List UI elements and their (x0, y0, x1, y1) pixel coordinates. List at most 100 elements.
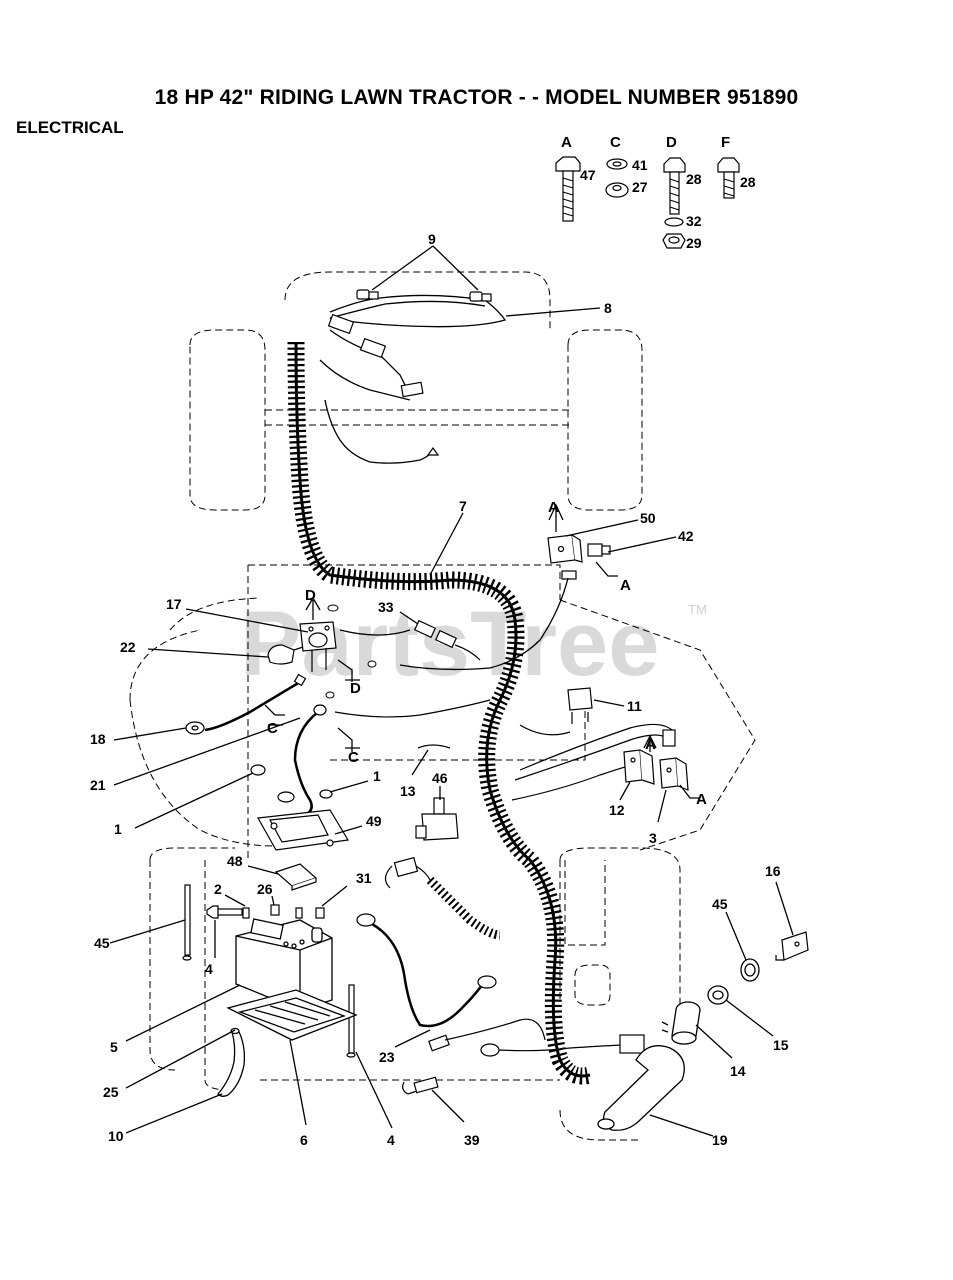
connector-33-icon (413, 619, 458, 649)
leader-line-11 (411, 749, 429, 776)
leader-line-14 (695, 1024, 733, 1059)
callout-32: 32 (686, 213, 702, 229)
callout-29: 29 (686, 235, 702, 251)
callout-5: 5 (110, 1039, 118, 1055)
callout-3: 49 (366, 813, 382, 829)
solenoid-icon (299, 621, 337, 672)
callout-19: 19 (712, 1132, 728, 1148)
harness-connector-icon (561, 570, 577, 580)
ring-terminal-icon (480, 1043, 500, 1057)
callout-28-f: 28 (740, 174, 756, 190)
callout-31: 31 (356, 870, 372, 886)
harness-connector-icon (327, 313, 440, 456)
ignition-switch-icon (661, 1001, 701, 1045)
leader-line-23 (394, 1029, 431, 1048)
bolt-d-icon (663, 157, 686, 215)
leader-line-48 (247, 865, 279, 875)
ref-letter-c: C (348, 749, 359, 766)
leader-line-21 (113, 727, 187, 741)
leader-lines (134, 772, 369, 829)
ref-letter-a: A (696, 791, 707, 808)
ref-mark (548, 503, 564, 532)
leader-lines (125, 1029, 236, 1134)
callout-18: 11 (627, 698, 642, 714)
hardware-group-f-letter: F (721, 134, 730, 151)
callout-17: 17 (166, 596, 182, 612)
leader-line-45 (725, 911, 747, 961)
callout-21: 18 (90, 731, 106, 747)
callout-12: 3 (649, 830, 657, 846)
leader-line-49 (619, 781, 631, 801)
nut-d-icon (662, 233, 686, 249)
ring-terminal-icon (185, 673, 307, 735)
callout-2: 2 (214, 881, 222, 897)
connector-icon (662, 729, 676, 747)
callout-41: 41 (632, 157, 648, 173)
bolt-a-icon (555, 156, 581, 222)
ref-mark (305, 596, 321, 620)
hardware-group-d-letter: D (666, 134, 677, 151)
hardware-group-c-letter: C (610, 134, 621, 151)
hardware-group-a-letter: A (561, 134, 572, 151)
connector-icon (428, 1034, 450, 1052)
callout-14: 14 (730, 1063, 746, 1079)
ring-terminal-icon (356, 913, 497, 989)
harness-wire (334, 699, 491, 718)
battery-cable-21 (204, 680, 301, 732)
harness-wire (498, 1044, 623, 1052)
ref-letter-a: A (620, 577, 631, 594)
leader-line-22 (147, 648, 269, 658)
harness-wire (384, 865, 431, 889)
callout-45: 45 (712, 896, 728, 912)
leader-line-17 (185, 608, 309, 633)
fuse-holder-39-icon (402, 1076, 439, 1095)
battery-cable-13 (289, 711, 319, 819)
leader-lines (109, 919, 393, 1129)
bracket-12-icon (659, 757, 689, 791)
clip-16-icon (775, 931, 809, 961)
bolt-icon (325, 604, 377, 699)
coiled-wiring-harness-wrap (287, 341, 593, 1085)
callout-49: 12 (609, 802, 625, 818)
ring-terminal-icon (277, 704, 327, 803)
ref-mark (337, 659, 360, 682)
leader-lines (565, 519, 677, 553)
callout-39: 39 (464, 1132, 480, 1148)
cover-19-icon (597, 1045, 685, 1131)
ref-letter-d: D (350, 680, 361, 697)
callout-42: 42 (678, 528, 694, 544)
callout-50: 50 (640, 510, 656, 526)
battery-holddown-icon (257, 809, 349, 851)
leader-lines (371, 245, 601, 317)
leader-line-6 (289, 1039, 307, 1126)
nut-15-icon (707, 985, 729, 1005)
callout-48: 48 (227, 853, 243, 869)
callout-16: 16 (765, 863, 781, 879)
callout-13: 21 (90, 777, 106, 793)
chassis-outline (129, 271, 756, 1141)
harness-wire (399, 577, 569, 671)
ref-mark (679, 784, 700, 799)
page-title: 18 HP 42" RIDING LAWN TRACTOR - - MODEL … (154, 86, 799, 109)
callout-28-d: 28 (686, 171, 702, 187)
leader-line-18 (593, 699, 625, 707)
leader-line-39 (431, 1089, 465, 1123)
callout-7: 7 (459, 498, 467, 514)
callout-25: 25 (103, 1084, 119, 1100)
battery-icon (235, 918, 333, 1011)
callout-10: 10 (108, 1128, 124, 1144)
callout-9: 9 (428, 231, 436, 247)
headlight-connector-icon (356, 289, 492, 302)
washer-d-icon (664, 217, 684, 227)
bolt-30-icon (206, 905, 243, 919)
leader-line-3 (334, 825, 363, 835)
connector-icon (393, 856, 419, 878)
watermark-tm: TM (688, 602, 707, 617)
lock-washer-icon (606, 158, 628, 170)
connector-icon (619, 1034, 645, 1054)
leader-line-5 (125, 984, 241, 1042)
small-coil (426, 876, 501, 940)
ref-letter-a: A (548, 499, 559, 516)
section-title: ELECTRICAL (16, 118, 124, 137)
